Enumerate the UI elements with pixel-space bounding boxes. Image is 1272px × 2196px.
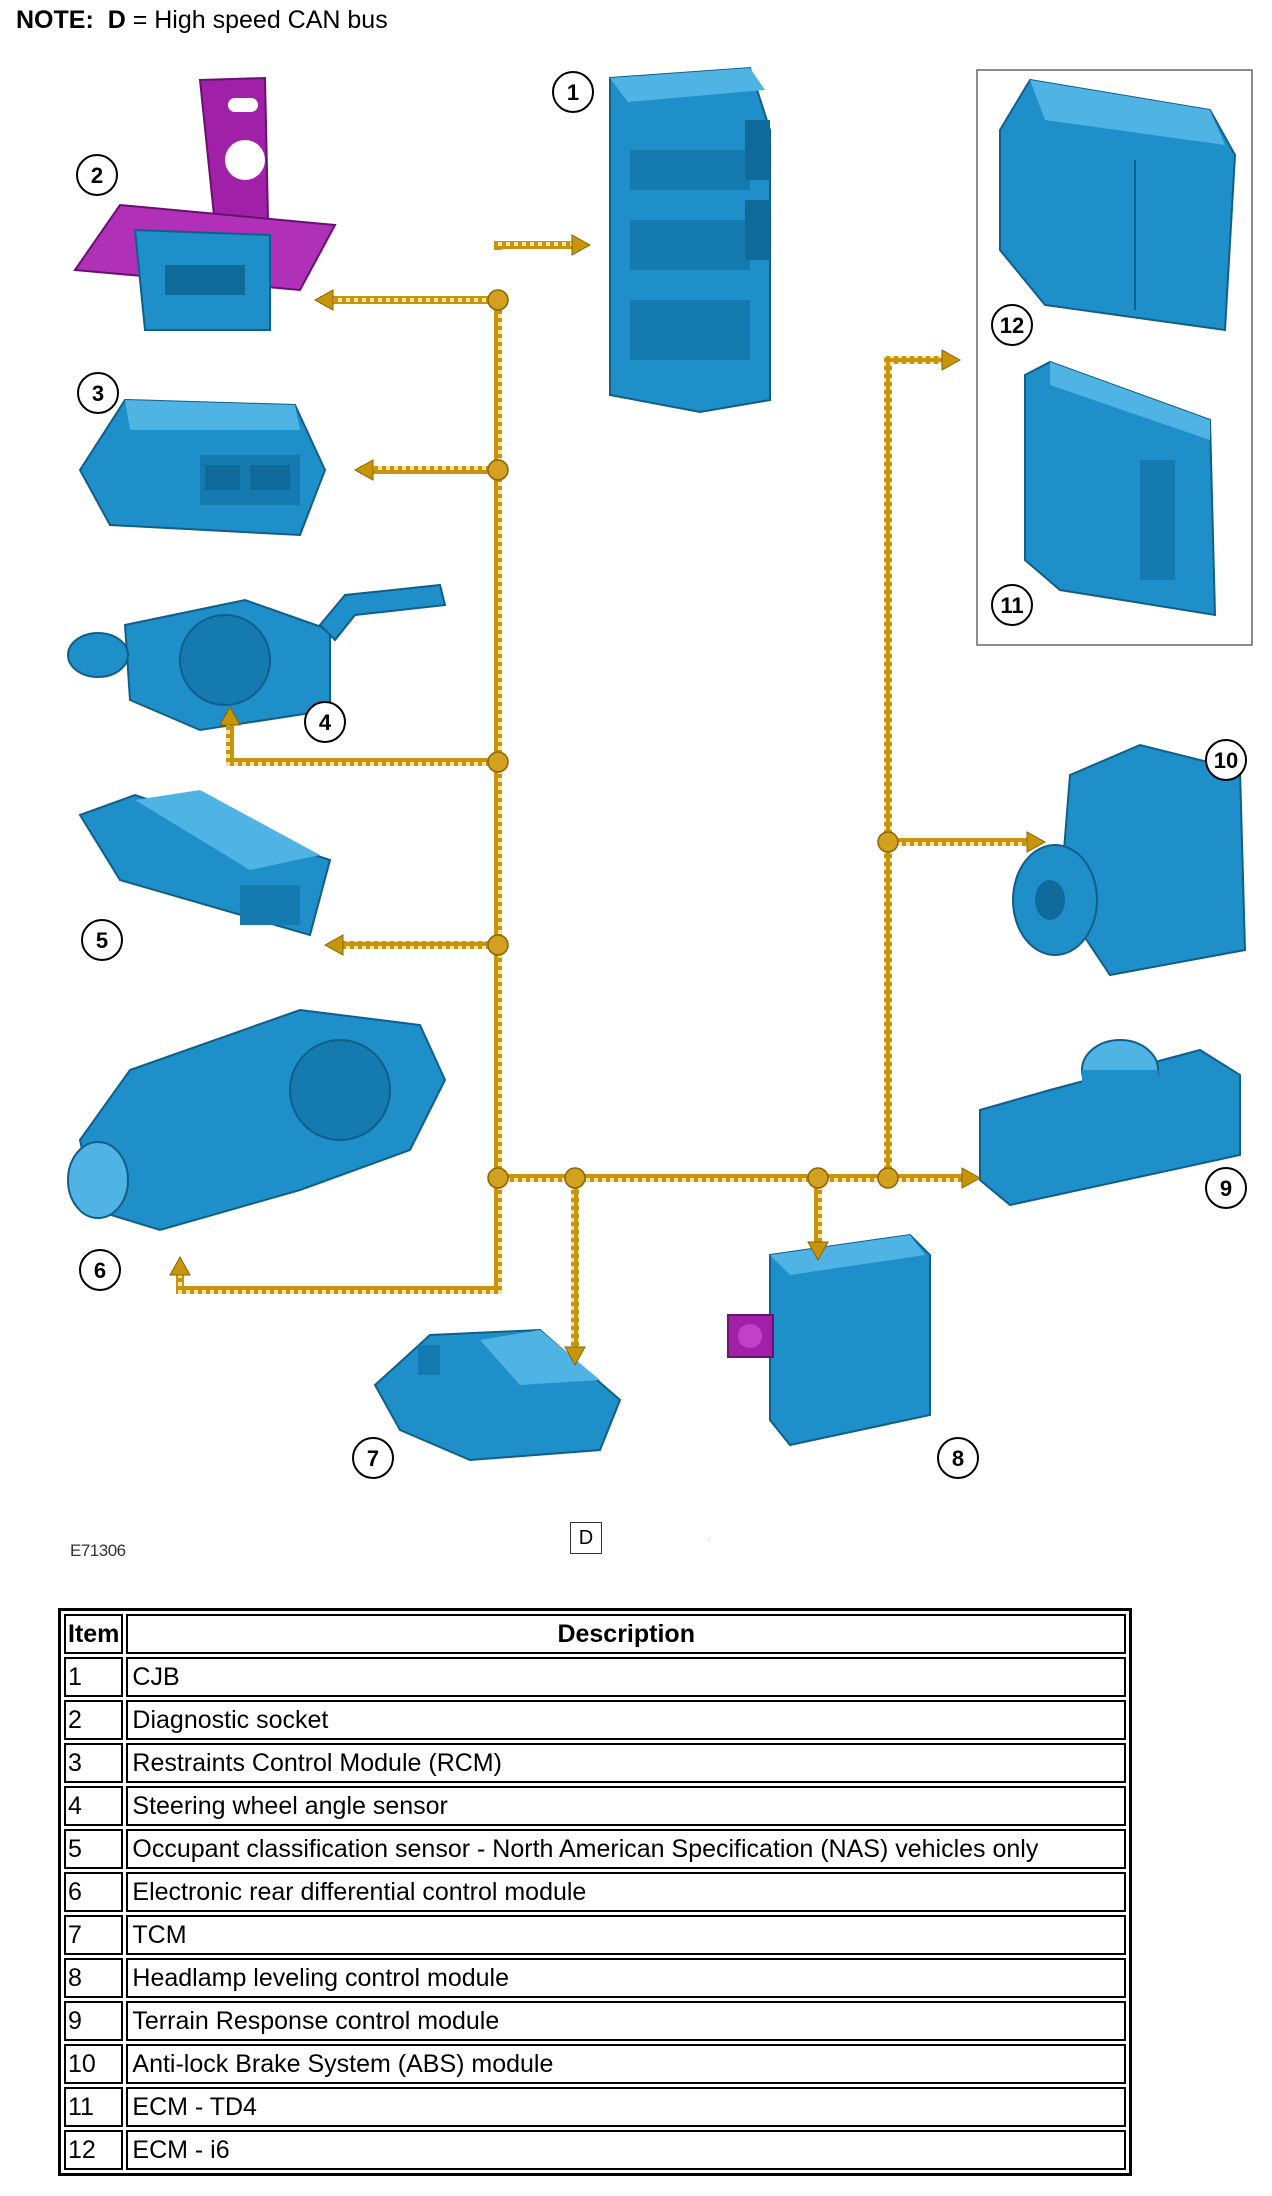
component-2-diagnostic-socket — [73, 76, 337, 331]
svg-text:9: 9 — [1220, 1176, 1232, 1201]
item-description: Steering wheel angle sensor — [126, 1786, 1126, 1826]
item-number: 6 — [64, 1872, 124, 1912]
callout-11: 11 — [991, 584, 1033, 626]
callout-12: 12 — [991, 304, 1033, 346]
can-bus-diagram: 1 2 3 4 5 6 7 8 9 10 11 12 — [67, 66, 1253, 1540]
item-description: Anti-lock Brake System (ABS) module — [126, 2044, 1126, 2084]
callout-7: 7 — [352, 1437, 394, 1479]
svg-text:3: 3 — [92, 381, 104, 406]
item-number: 10 — [64, 2044, 124, 2084]
component-7-tcm — [373, 1328, 622, 1462]
component-4-steering-angle-sensor — [67, 583, 447, 732]
callout-2: 2 — [76, 154, 118, 196]
component-5-occupant-sensor — [78, 790, 332, 937]
note-label: NOTE: — [16, 6, 94, 34]
svg-text:1: 1 — [567, 80, 579, 105]
item-description: ECM - i6 — [126, 2130, 1126, 2170]
item-description: Diagnostic socket — [126, 1700, 1126, 1740]
item-description: Headlamp leveling control module — [126, 1958, 1126, 1998]
component-8-headlamp-leveling-module — [727, 1233, 931, 1447]
item-number: 11 — [64, 2087, 124, 2127]
item-number: 4 — [64, 1786, 124, 1826]
item-description: TCM — [126, 1915, 1126, 1955]
item-number: 7 — [64, 1915, 124, 1955]
component-3-rcm — [78, 398, 327, 537]
svg-text:7: 7 — [367, 1446, 379, 1471]
item-description: Electronic rear differential control mod… — [126, 1872, 1126, 1912]
item-description: Restraints Control Module (RCM) — [126, 1743, 1126, 1783]
component-11-ecm-td4 — [1024, 360, 1217, 617]
item-description: Occupant classification sensor - North A… — [126, 1829, 1126, 1869]
item-number: 3 — [64, 1743, 124, 1783]
can-bus-arrowheads — [169, 234, 1047, 1540]
callouts: 1 2 3 4 5 6 7 8 9 10 11 12 — [76, 71, 1247, 1479]
item-number: 12 — [64, 2130, 124, 2170]
svg-text:11: 11 — [1000, 593, 1023, 618]
callout-6: 6 — [79, 1249, 121, 1291]
svg-text:12: 12 — [1000, 313, 1024, 338]
figure-id: E71306 — [70, 1541, 126, 1560]
can-bus-junctions — [487, 289, 899, 1189]
callout-9: 9 — [1205, 1167, 1247, 1209]
note-line: NOTE: D = High speed CAN bus — [16, 6, 388, 35]
svg-text:2: 2 — [91, 163, 103, 188]
component-9-terrain-response-module — [979, 1039, 1241, 1207]
callout-3: 3 — [77, 372, 119, 414]
item-number: 2 — [64, 1700, 124, 1740]
table-header-row: Item Description — [64, 1614, 1126, 1654]
component-10-abs-module — [1012, 743, 1247, 977]
component-1-cjb — [609, 66, 771, 414]
callout-5: 5 — [81, 919, 123, 961]
callout-1: 1 — [552, 71, 594, 113]
header-item: Item — [64, 1614, 124, 1654]
note-key: D — [107, 6, 126, 34]
header-description: Description — [126, 1614, 1126, 1654]
item-description: ECM - TD4 — [126, 2087, 1126, 2127]
svg-text:8: 8 — [952, 1446, 964, 1471]
item-number: 8 — [64, 1958, 124, 1998]
item-number: 9 — [64, 2001, 124, 2041]
legend-key-box: D — [570, 1522, 602, 1554]
svg-text:4: 4 — [319, 710, 332, 735]
svg-text:5: 5 — [96, 928, 108, 953]
item-description: CJB — [126, 1657, 1126, 1697]
component-11-12-ecm-frame — [976, 69, 1253, 646]
component-6-rear-differential-module — [67, 1008, 447, 1232]
callout-8: 8 — [937, 1437, 979, 1479]
svg-text:6: 6 — [94, 1258, 106, 1283]
component-12-ecm-i6 — [999, 78, 1237, 332]
item-number: 5 — [64, 1829, 124, 1869]
item-description: Terrain Response control module — [126, 2001, 1126, 2041]
item-number: 1 — [64, 1657, 124, 1697]
callout-10: 10 — [1205, 739, 1247, 781]
svg-text:10: 10 — [1214, 748, 1238, 773]
note-text: = High speed CAN bus — [132, 6, 388, 34]
callout-4: 4 — [304, 701, 346, 743]
